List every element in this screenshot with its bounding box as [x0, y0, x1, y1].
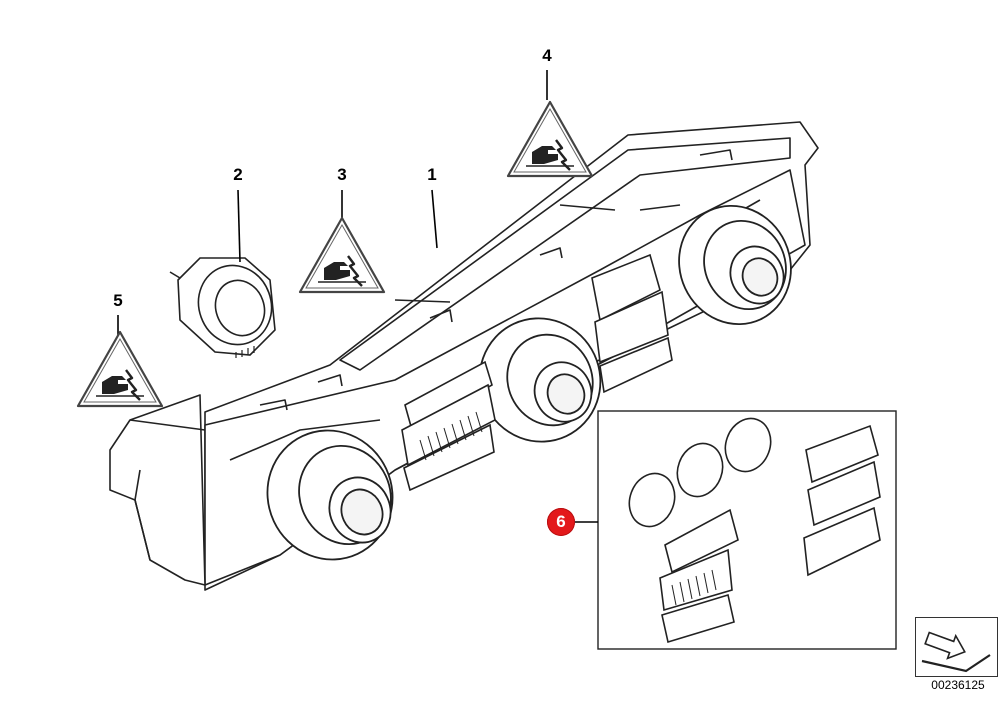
- callout-6-badge[interactable]: 6: [547, 508, 575, 536]
- right-knob: [678, 204, 792, 326]
- left-knob: [266, 429, 394, 561]
- return-arrow-button[interactable]: [915, 617, 998, 677]
- ring-part: [169, 257, 276, 358]
- callout-2[interactable]: 2: [233, 165, 243, 184]
- callout-4[interactable]: 4: [542, 46, 552, 65]
- esd-warning-icon-5: [76, 330, 164, 408]
- return-arrow-icon: [921, 631, 991, 673]
- kit-frame: [597, 410, 897, 650]
- esd-warning-icon-3: [298, 216, 386, 294]
- kit-parts: [628, 417, 881, 644]
- callout-5[interactable]: 5: [113, 291, 123, 310]
- left-button-stack: [401, 360, 496, 492]
- doc-number: 00236125: [931, 678, 985, 692]
- esd-warning-icon-4: [506, 100, 594, 178]
- callout-1[interactable]: 1: [427, 165, 437, 184]
- right-button-stack: [591, 253, 673, 394]
- callout-3[interactable]: 3: [337, 165, 347, 184]
- center-knob: [478, 317, 602, 443]
